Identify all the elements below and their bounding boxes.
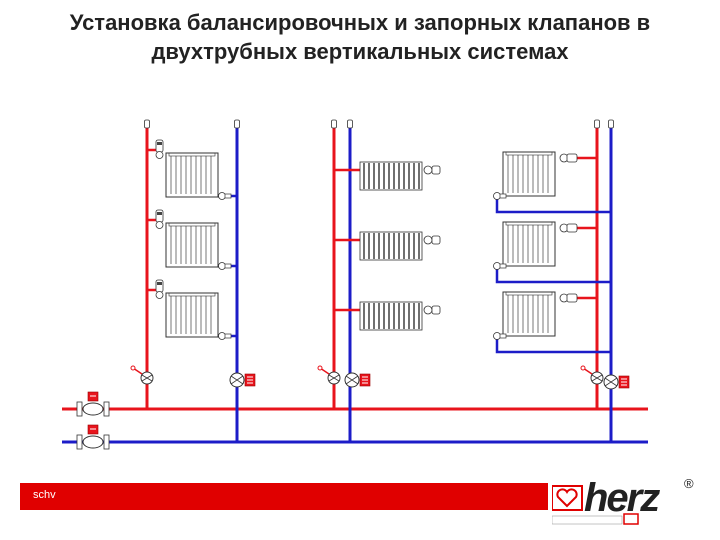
system-3-radiator-2 — [502, 221, 556, 267]
system-1-panel-radiators — [130, 119, 256, 442]
return-main-stop-valve — [76, 424, 110, 450]
system-2-return-valve — [344, 372, 371, 388]
system-2-radiator-3 — [359, 301, 423, 331]
system-1-return-valve — [229, 372, 256, 388]
system-3-radiator-3 — [502, 291, 556, 337]
system-3-panel-radiators — [493, 119, 630, 442]
footer-bar — [20, 483, 548, 510]
system-2-balancing-valve — [317, 365, 341, 385]
title-line-1: Установка балансировочных и запорных кла… — [69, 10, 651, 35]
system-1-balancing-valve — [130, 365, 154, 385]
registered-mark: ® — [684, 476, 694, 491]
footer-label: schv — [33, 489, 56, 501]
slide-title: Установка балансировочных и запорных кла… — [0, 8, 720, 66]
herz-logo — [552, 485, 639, 525]
system-2-radiator-2 — [359, 231, 423, 261]
system-1-radiator-2 — [165, 222, 219, 268]
system-1-radiator-3 — [165, 292, 219, 338]
system-3-radiator-1 — [502, 151, 556, 197]
system-3-return-valve — [603, 374, 630, 390]
logo-text: herz — [584, 476, 660, 520]
title-line-2: двухтрубных вертикальных системах — [151, 39, 569, 64]
supply-main-stop-valve — [76, 391, 110, 417]
system-3-balancing-valve — [580, 365, 604, 385]
system-2-sectional-radiators — [317, 119, 441, 442]
system-2-radiator-1 — [359, 161, 423, 191]
system-1-radiator-1 — [165, 152, 219, 198]
